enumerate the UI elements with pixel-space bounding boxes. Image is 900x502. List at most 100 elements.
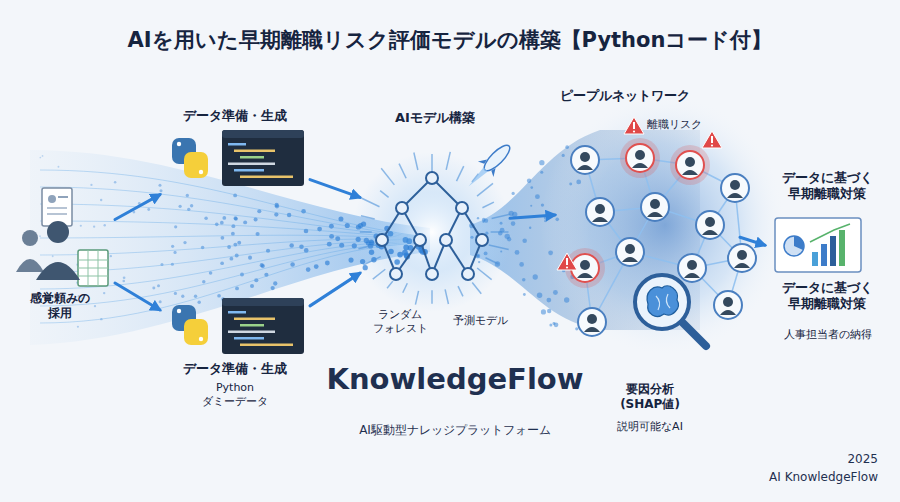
magnifier-icon-part xyxy=(635,275,689,329)
applicant-icon xyxy=(16,188,108,286)
stage-heading: 感覚頼みの 採用 xyxy=(24,291,96,321)
person-avatar-part xyxy=(702,230,718,235)
data-dot xyxy=(181,295,184,298)
applicant-icon-part xyxy=(48,195,56,203)
at-risk-person xyxy=(620,138,660,178)
burst-ray xyxy=(380,191,388,198)
code-window xyxy=(222,130,304,186)
code-window-part xyxy=(228,311,246,314)
burst-ray xyxy=(399,164,406,179)
warning-icon-part xyxy=(557,253,577,270)
applicant-icon-part xyxy=(47,221,69,243)
source-stage: 感覚頼みの 採用 xyxy=(5,185,115,315)
stage-text: 離職リスク xyxy=(647,118,727,132)
data-dot xyxy=(243,220,247,224)
data-dot xyxy=(360,259,365,264)
data-dot xyxy=(157,284,160,287)
data-dot xyxy=(509,211,514,216)
data-dot xyxy=(388,249,394,255)
magnifier-icon-part xyxy=(656,294,670,310)
data-dot xyxy=(174,225,177,228)
person-avatar xyxy=(678,254,706,282)
burst-ray xyxy=(387,281,393,288)
data-dot xyxy=(544,220,546,222)
person-avatar-part xyxy=(737,250,747,260)
burst-ray xyxy=(456,166,463,181)
dashboard-icon-part xyxy=(839,230,845,266)
person-avatar-part xyxy=(616,238,644,266)
person-avatar xyxy=(714,291,742,319)
person-avatar-part xyxy=(587,314,597,324)
code-window-part xyxy=(222,298,304,354)
data-dot xyxy=(523,293,526,296)
data-dot xyxy=(152,286,155,289)
person-avatar-part xyxy=(678,254,706,282)
python-logo xyxy=(172,305,208,345)
dashboard-icon-part xyxy=(784,236,804,256)
data-dot xyxy=(314,264,319,269)
person-avatar xyxy=(586,198,614,226)
person-avatar xyxy=(641,193,669,221)
warning-icon-part xyxy=(711,144,713,146)
code-window-part xyxy=(228,143,246,146)
person-avatar-part xyxy=(578,308,606,336)
flow-arrow xyxy=(740,237,765,245)
person-avatar xyxy=(728,244,756,272)
data-dot xyxy=(569,183,572,186)
warning-icon-part xyxy=(702,131,722,148)
data-dot xyxy=(539,160,544,165)
magnifier-icon-part xyxy=(681,321,706,346)
burst-ray xyxy=(431,154,433,172)
stage-heading: 要因分析 (SHAP値) xyxy=(605,382,695,412)
person-avatar xyxy=(616,238,644,266)
data-dot xyxy=(325,261,330,266)
dashboard-icon-part xyxy=(821,244,827,266)
data-dot xyxy=(110,255,112,257)
data-dot xyxy=(266,249,270,253)
data-dot xyxy=(541,309,546,314)
warning-icon-part xyxy=(624,117,644,134)
burst-ray xyxy=(491,231,509,233)
data-dot xyxy=(221,236,225,240)
person-avatar-part xyxy=(580,152,590,162)
at-risk-person-part xyxy=(626,144,654,172)
data-dot xyxy=(204,216,208,220)
data-dot xyxy=(197,300,200,303)
burst-ray xyxy=(403,283,408,292)
data-dot xyxy=(530,186,533,189)
data-dot xyxy=(90,184,92,186)
at-risk-person-part xyxy=(580,260,590,270)
brand-tagline: AI駆動型ナレッジプラットフォーム xyxy=(305,422,605,439)
code-window-part xyxy=(228,163,275,166)
at-risk-person-part xyxy=(635,150,645,160)
data-dot xyxy=(159,189,162,192)
magnifier-icon xyxy=(635,275,706,346)
at-risk-person-part xyxy=(620,138,660,178)
applicant-icon-part xyxy=(42,188,72,226)
stage-text: 人事担当者の納得 xyxy=(765,328,890,342)
data-dot xyxy=(237,241,241,245)
data-dot xyxy=(222,216,226,220)
flow-arrow xyxy=(115,283,160,310)
data-dot xyxy=(290,262,294,266)
at-risk-person xyxy=(670,145,710,185)
data-dot xyxy=(229,257,233,261)
tree-node xyxy=(426,172,438,184)
data-dot xyxy=(147,208,150,211)
data-dot xyxy=(57,166,59,168)
data-dot xyxy=(80,225,82,227)
person-avatar-part xyxy=(723,297,733,307)
tree-node xyxy=(456,202,468,214)
dashboard-icon xyxy=(775,218,861,272)
data-dot xyxy=(103,292,105,294)
data-dot xyxy=(122,280,125,283)
person-avatar-part xyxy=(705,217,715,227)
at-risk-person-part xyxy=(670,145,710,185)
network-glow xyxy=(540,90,790,360)
data-dot xyxy=(174,292,177,295)
data-dot xyxy=(553,290,558,295)
data-dot xyxy=(394,259,400,265)
tree-node xyxy=(396,202,408,214)
